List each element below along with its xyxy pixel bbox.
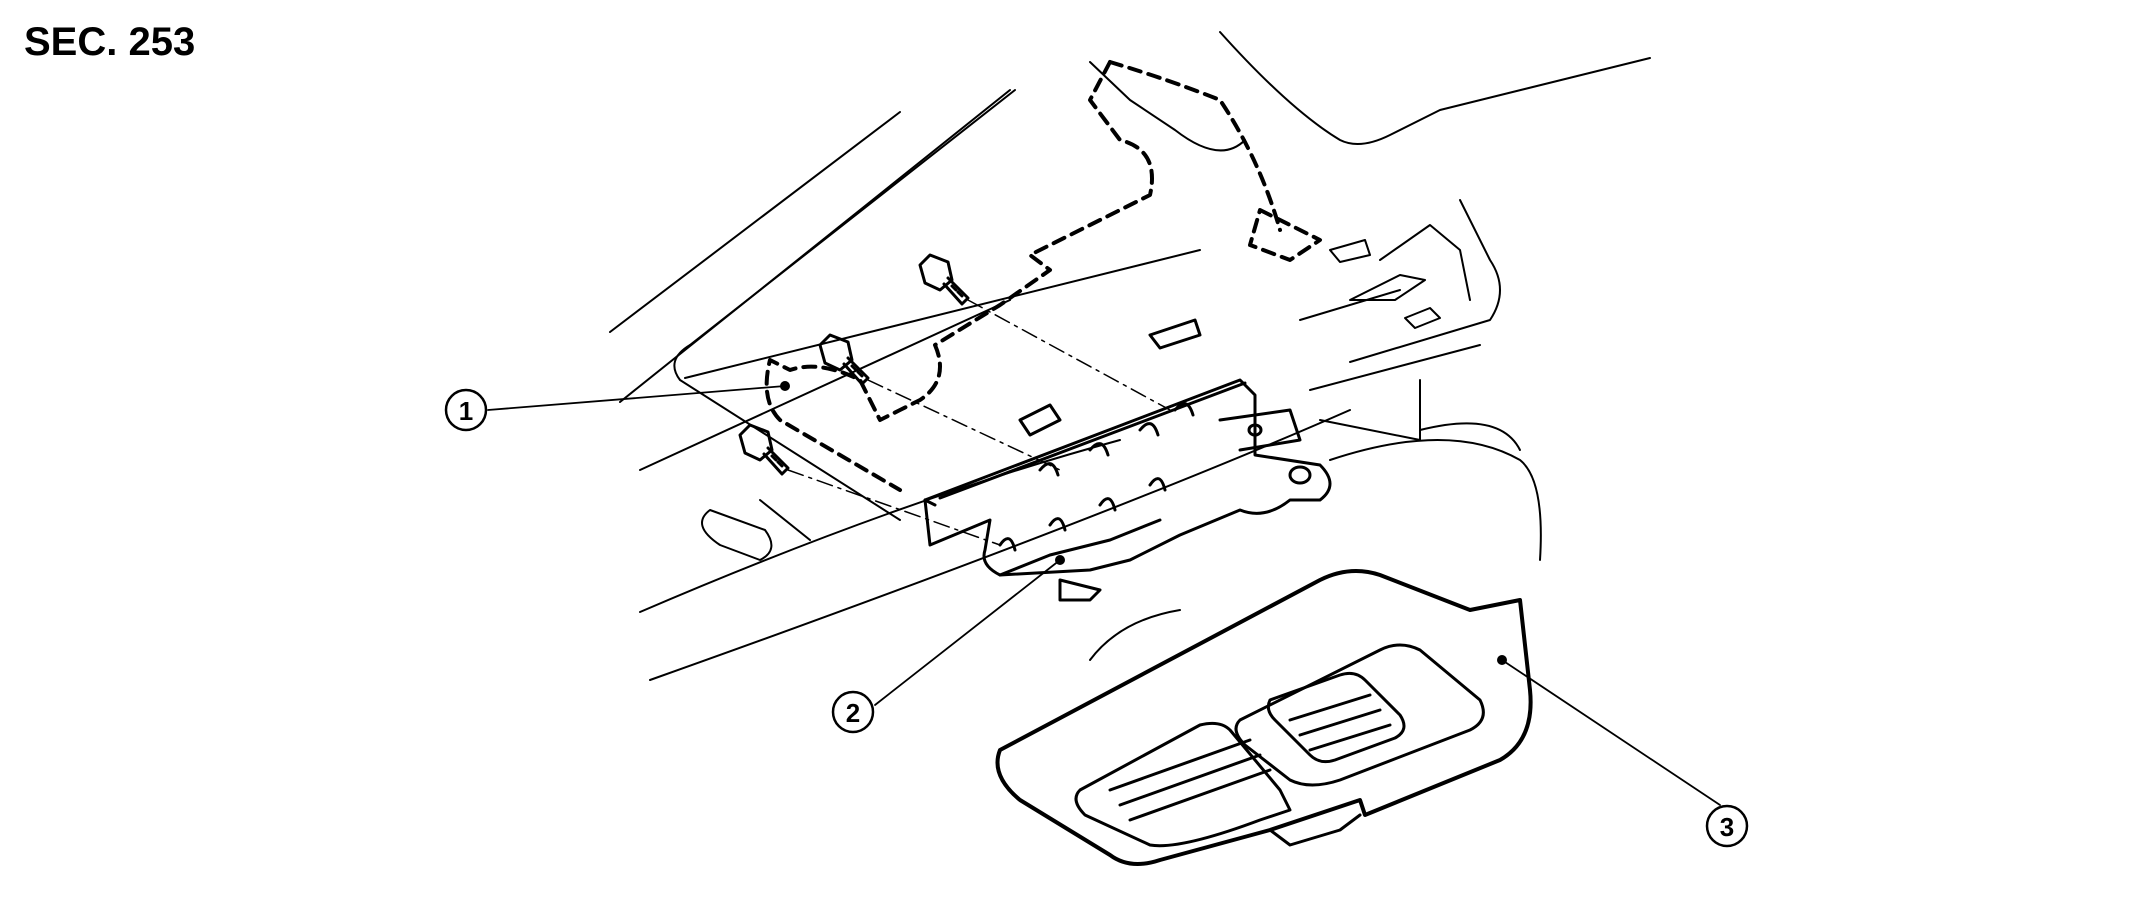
hidden-area-outline xyxy=(764,60,1322,492)
leader-points xyxy=(780,381,1507,665)
section-title: SEC. 253 xyxy=(24,20,196,64)
bolt-middle xyxy=(818,333,870,386)
bolt-upper xyxy=(918,253,970,306)
console-cover xyxy=(995,569,1533,866)
callout-1-label: 1 xyxy=(459,396,473,426)
callout-2: 2 xyxy=(831,690,875,734)
callout-1: 1 xyxy=(444,388,488,432)
callout-3-label: 3 xyxy=(1720,812,1734,842)
bolt-lower xyxy=(738,423,790,476)
vehicle-body-outline xyxy=(609,31,1651,681)
bolt-alignment-lines xyxy=(787,299,1171,546)
leader-lines xyxy=(487,385,1721,806)
callout-3: 3 xyxy=(1705,804,1749,848)
mounting-bracket xyxy=(923,318,1332,602)
callout-2-label: 2 xyxy=(846,698,860,728)
